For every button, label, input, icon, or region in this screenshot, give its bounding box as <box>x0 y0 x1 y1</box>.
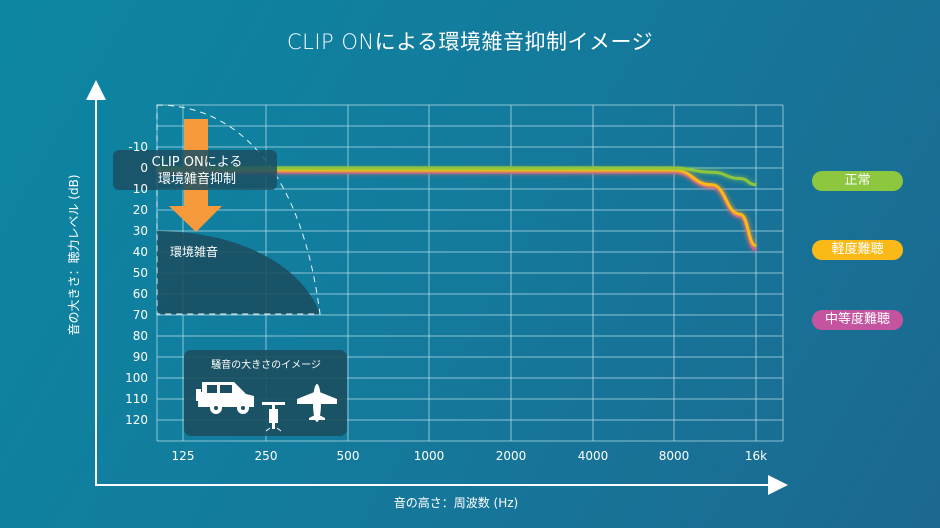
x-tick-label: 500 <box>337 449 360 463</box>
y-tick-label: 90 <box>133 350 148 364</box>
x-tick-label: 1000 <box>414 449 445 463</box>
x-tick-label: 4000 <box>578 449 609 463</box>
suppression-label-line1: CLIP ONによる <box>152 155 243 170</box>
airplane-icon <box>297 384 337 422</box>
y-tick-label: 10 <box>133 182 148 196</box>
y-tick-label: 110 <box>125 392 148 406</box>
y-axis-label: 音の大きさ：聴力レベル (dB) <box>66 174 81 335</box>
noise-area-label: 環境雑音 <box>170 244 218 259</box>
legend-normal: 正常 <box>812 171 903 191</box>
noise-image-box: 騒音の大きさのイメージ <box>184 350 347 436</box>
y-tick-label: 50 <box>133 266 148 280</box>
suppression-label-line2: 環境雑音抑制 <box>158 171 236 187</box>
noise-image-title: 騒音の大きさのイメージ <box>211 358 321 371</box>
x-tick-label: 125 <box>172 449 195 463</box>
y-tick-label: 80 <box>133 329 148 343</box>
y-tick-label: 40 <box>133 245 148 259</box>
y-tick-label: 60 <box>133 287 148 301</box>
chart-title: CLIP ONによる環境雑音抑制イメージ <box>286 30 654 54</box>
jackhammer-icon <box>262 402 285 432</box>
noise-area <box>157 231 320 314</box>
y-tick-label: -10 <box>128 140 148 154</box>
y-tick-label: 30 <box>133 224 148 238</box>
series-line-0 <box>157 166 757 187</box>
legend-moderate: 中等度難聴 <box>812 310 903 330</box>
legend-mild: 軽度難聴 <box>812 240 903 260</box>
y-tick-label: 20 <box>133 203 148 217</box>
y-tick-label: 120 <box>125 413 148 427</box>
x-tick-label: 8000 <box>659 449 690 463</box>
y-tick-label: 100 <box>125 371 148 385</box>
car-icon <box>196 382 254 414</box>
x-tick-label: 16k <box>745 449 767 463</box>
x-tick-label: 2000 <box>496 449 527 463</box>
suppression-label-box <box>113 150 277 190</box>
x-axis-label: 音の高さ：周波数 (Hz) <box>394 495 519 510</box>
y-tick-label: 0 <box>140 161 148 175</box>
y-tick-label: 70 <box>133 308 148 322</box>
x-tick-label: 250 <box>255 449 278 463</box>
